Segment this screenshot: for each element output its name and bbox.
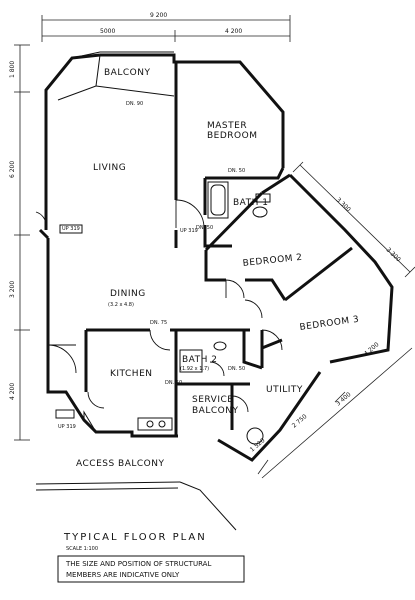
dim-diag-b: 3 300 [385,246,402,263]
note-line-2: MEMBERS ARE INDICATIVE ONLY [66,571,180,579]
label-dining: DINING [110,289,146,299]
label-access-balcony: ACCESS BALCONY [76,459,164,469]
label-service-balcony-1: SERVICE [192,395,233,405]
dim-left-3: 3 200 [9,281,16,298]
dim-diag-c: 4 200 [363,341,381,358]
label-dn50-c: DN. 50 [165,380,182,386]
dim-top-total: 9 200 [150,12,167,19]
label-bath2-size: (1.92 x 1.7) [180,366,209,372]
label-service-balcony-2: BALCONY [192,406,238,416]
label-up319-right: UP 319 [180,228,198,234]
label-dn50-a: DN. 50 [228,168,245,174]
balcony-rails [35,51,237,531]
dim-left-2: 6 200 [9,161,16,178]
level-annotations: DN. 90 DN. 50 DN. 50 DN. 75 DN. 50 DN. 5… [58,101,245,430]
label-master-bedroom-2: BEDROOM [207,131,257,141]
label-dining-size: (3.2 x 4.8) [108,302,134,308]
note-line-1: THE SIZE AND POSITION OF STRUCTURAL [65,560,211,568]
plan-scale: SCALE 1:100 [66,546,98,552]
label-up319-upper: UP 319 [62,226,80,232]
label-bath2: BATH 2 [182,355,217,365]
room-labels: BALCONY MASTER BEDROOM LIVING BATH 1 BED… [76,68,360,469]
title-block: TYPICAL FLOOR PLAN SCALE 1:100 THE SIZE … [57,532,245,583]
label-dn75: DN. 75 [150,320,167,326]
dimension-lines [14,15,415,479]
label-bedroom2: BEDROOM 2 [242,253,303,269]
dim-left-1: 1 800 [9,61,16,78]
label-up319-lower: UP 319 [58,424,76,430]
fixtures [55,181,271,445]
dim-diag-a: 3 300 [335,196,352,213]
door-swings [35,199,283,413]
label-dn90: DN. 90 [126,101,143,107]
label-dn50-b: DN. 50 [196,225,213,231]
label-master-bedroom-1: MASTER [207,121,247,131]
label-dn50-d: DN. 50 [228,366,245,372]
label-living: LIVING [93,163,126,173]
interior-walls [84,62,353,436]
dim-bottom-b: 2 750 [291,413,309,430]
label-bath1: BATH 1 [233,198,268,208]
dim-top-right: 4 200 [225,28,242,35]
exterior-walls [38,53,394,462]
label-balcony: BALCONY [104,68,150,78]
dim-top-left: 5000 [100,28,115,35]
label-kitchen: KITCHEN [110,369,153,379]
dim-left-4: 4 200 [9,383,16,400]
label-utility: UTILITY [266,385,303,395]
plan-title: TYPICAL FLOOR PLAN [63,532,207,543]
dim-diag-d: 3 400 [335,391,353,408]
label-bedroom3: BEDROOM 3 [299,315,360,333]
